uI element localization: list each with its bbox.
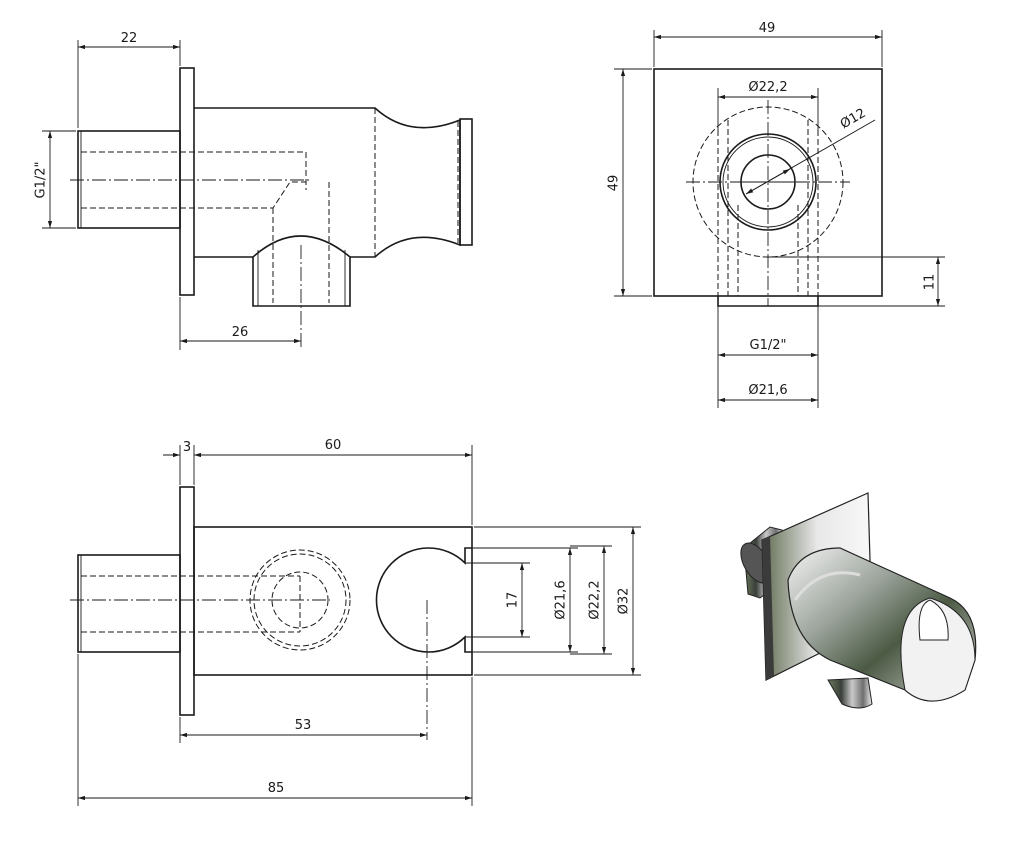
- dim-outlet-offset: 26: [232, 325, 249, 340]
- body-outline: [193, 526, 473, 676]
- dim-outlet-diameter: Ø21,6: [748, 383, 787, 398]
- dim-outlet-thread: G1/2": [750, 338, 787, 353]
- dim-thread: G1/2": [34, 162, 49, 199]
- dim-bore: Ø22,2: [748, 80, 787, 95]
- dim-d32: Ø32: [617, 588, 632, 615]
- body-outline: [194, 107, 461, 258]
- front-view: 49 49 Ø22,2 Ø12 11 G1/2" Ø21,6: [607, 21, 945, 408]
- dim-body-length: 60: [325, 438, 342, 453]
- side-view: 22 G1/2" 26: [34, 31, 473, 350]
- dim-holder-center: 53: [295, 718, 312, 733]
- dim-width: 49: [759, 21, 776, 36]
- outlet-outline: [252, 235, 351, 307]
- dim-slot: 17: [506, 592, 521, 609]
- dim-pipe-length: 22: [121, 31, 138, 46]
- inlet-pipe: [77, 130, 181, 229]
- product-render: [740, 492, 977, 709]
- dim-flange: 3: [183, 440, 191, 455]
- holder-cutout: [375, 547, 472, 653]
- wall-plate: [653, 68, 883, 297]
- dim-d222: Ø22,2: [588, 580, 603, 619]
- dim-outlet-height: 11: [923, 274, 938, 291]
- dim-height: 49: [607, 175, 622, 192]
- dim-total: 85: [268, 781, 285, 796]
- top-view: 3 60 17 Ø21,6 Ø22,2 Ø32 53 85: [70, 438, 641, 806]
- dim-d216: Ø21,6: [554, 580, 569, 619]
- dim-inner: Ø12: [838, 106, 869, 132]
- flange-outline: [179, 67, 195, 296]
